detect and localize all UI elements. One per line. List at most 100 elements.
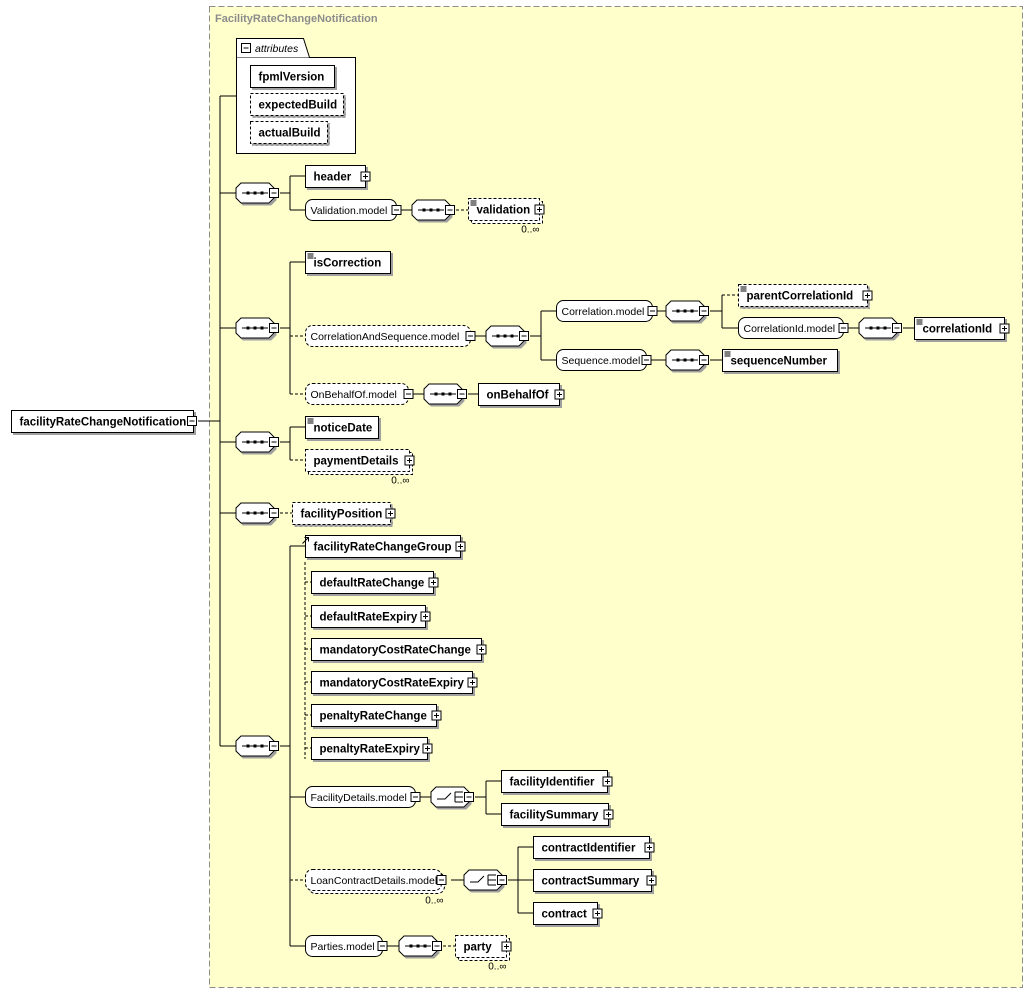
collapse-icon[interactable] xyxy=(838,323,849,333)
element-sequencenumber[interactable]: sequenceNumber xyxy=(722,349,838,372)
attribute-fpmlversion[interactable]: fpmlVersion xyxy=(250,65,335,88)
sequence-1[interactable] xyxy=(235,182,279,204)
attribute-actualbuild[interactable]: actualBuild xyxy=(250,121,328,144)
collapse-icon[interactable] xyxy=(464,792,474,802)
expand-icon[interactable] xyxy=(422,743,433,754)
element-noticedate[interactable]: noticeDate xyxy=(305,416,379,439)
expand-icon[interactable] xyxy=(428,577,439,588)
element-iscorrection-box[interactable] xyxy=(305,251,391,274)
collapse-icon[interactable] xyxy=(641,355,652,365)
element-defaultratechange[interactable]: defaultRateChange xyxy=(311,571,439,594)
element-facilityposition[interactable]: facilityPosition xyxy=(292,502,396,525)
sequence-parties[interactable] xyxy=(398,935,442,957)
sequence-validation[interactable] xyxy=(411,199,455,221)
collapse-icon[interactable] xyxy=(269,508,279,518)
model-validation[interactable]: Validation.model xyxy=(305,199,402,221)
expand-icon[interactable] xyxy=(862,290,873,301)
collapse-icon[interactable] xyxy=(187,416,197,426)
collapse-icon[interactable] xyxy=(403,389,414,399)
collapse-icon[interactable] xyxy=(436,875,447,885)
collapse-icon[interactable] xyxy=(647,306,658,316)
collapse-icon[interactable] xyxy=(269,437,279,447)
sequence-sequence[interactable] xyxy=(665,349,709,371)
sequence-correlation-id[interactable] xyxy=(858,317,902,339)
element-onbehalfof[interactable]: onBehalfOf xyxy=(478,383,565,406)
element-contract[interactable]: contract xyxy=(533,902,603,925)
model-on-behalf-of[interactable]: OnBehalfOf.model xyxy=(305,383,414,405)
collapse-icon[interactable] xyxy=(465,331,476,341)
element-penaltyrateexpiry[interactable]: penaltyRateExpiry xyxy=(311,737,433,760)
collapse-icon[interactable] xyxy=(269,323,279,333)
collapse-icon[interactable] xyxy=(241,43,251,53)
collapse-icon[interactable] xyxy=(391,205,402,215)
collapse-icon[interactable] xyxy=(445,205,455,215)
model-facility-details[interactable]: FacilityDetails.model xyxy=(305,786,421,808)
choice-facility-details-shape[interactable] xyxy=(430,786,470,808)
element-facilityratechangegroup[interactable]: facilityRateChangeGroup xyxy=(302,535,466,558)
element-correlationid[interactable]: correlationId xyxy=(914,317,1010,340)
element-mandatorycostrateexpiry[interactable]: mandatoryCostRateExpiry xyxy=(311,671,478,694)
sequence-2[interactable] xyxy=(235,317,279,339)
collapse-icon[interactable] xyxy=(699,355,709,365)
element-header[interactable]: header xyxy=(305,165,371,188)
expand-icon[interactable] xyxy=(385,508,396,519)
element-facilityposition-box[interactable] xyxy=(292,502,391,525)
element-facilitysummary[interactable]: facilitySummary xyxy=(501,803,614,826)
collapse-icon[interactable] xyxy=(377,941,388,951)
expand-icon[interactable] xyxy=(360,171,371,182)
element-facilityidentifier[interactable]: facilityIdentifier xyxy=(501,770,613,793)
attribute-fpmlversion-box[interactable] xyxy=(250,65,335,88)
collapse-icon[interactable] xyxy=(892,323,902,333)
expand-icon[interactable] xyxy=(467,677,478,688)
choice-loan-contract-details[interactable] xyxy=(463,869,507,891)
model-on-behalf-of-box[interactable] xyxy=(305,383,409,405)
model-sequence[interactable]: Sequence.model xyxy=(556,349,652,371)
expand-icon[interactable] xyxy=(602,776,613,787)
choice-facility-details[interactable] xyxy=(430,786,474,808)
element-sequencenumber-box[interactable] xyxy=(722,349,838,372)
sequence-correlation[interactable] xyxy=(665,300,709,322)
expand-icon[interactable] xyxy=(431,710,442,721)
expand-icon[interactable] xyxy=(644,842,655,853)
attribute-actualbuild-box[interactable] xyxy=(250,121,328,144)
sequence-correlation-and-sequence[interactable] xyxy=(485,325,529,347)
root-element-facilityratechangenotification[interactable]: facilityRateChangeNotification xyxy=(11,410,197,433)
model-correlation-id[interactable]: CorrelationId.model xyxy=(738,317,849,339)
collapse-icon[interactable] xyxy=(269,741,279,751)
attribute-expectedbuild[interactable]: expectedBuild xyxy=(250,93,344,116)
collapse-icon[interactable] xyxy=(457,389,467,399)
model-parties[interactable]: Parties.model xyxy=(305,935,388,957)
sequence-on-behalf-of[interactable] xyxy=(423,383,467,405)
element-penaltyratechange[interactable]: penaltyRateChange xyxy=(311,704,442,727)
element-iscorrection[interactable]: isCorrection xyxy=(305,251,391,274)
expand-icon[interactable] xyxy=(999,323,1010,334)
expand-icon[interactable] xyxy=(554,389,565,400)
expand-icon[interactable] xyxy=(646,875,657,886)
element-contractsummary[interactable]: contractSummary xyxy=(533,869,657,892)
choice-loan-contract-details-shape[interactable] xyxy=(463,869,503,891)
attribute-expectedbuild-box[interactable] xyxy=(250,93,344,116)
sequence-4[interactable] xyxy=(235,502,279,524)
collapse-icon[interactable] xyxy=(432,941,442,951)
element-defaultrateexpiry[interactable]: defaultRateExpiry xyxy=(311,605,431,628)
model-correlation-and-sequence[interactable]: CorrelationAndSequence.model xyxy=(305,325,476,347)
expand-icon[interactable] xyxy=(455,541,466,552)
element-mandatorycostratechange[interactable]: mandatoryCostRateChange xyxy=(311,638,487,661)
expand-icon[interactable] xyxy=(603,809,614,820)
expand-icon[interactable] xyxy=(592,908,603,919)
collapse-icon[interactable] xyxy=(410,792,421,802)
element-parentcorrelationid[interactable]: parentCorrelationId xyxy=(738,284,873,307)
sequence-5[interactable] xyxy=(235,735,279,757)
expand-icon[interactable] xyxy=(501,941,512,952)
element-noticedate-box[interactable] xyxy=(305,416,379,439)
element-contractidentifier[interactable]: contractIdentifier xyxy=(533,836,655,859)
collapse-icon[interactable] xyxy=(699,306,709,316)
expand-icon[interactable] xyxy=(404,455,415,466)
collapse-icon[interactable] xyxy=(269,188,279,198)
expand-icon[interactable] xyxy=(534,204,545,215)
collapse-icon[interactable] xyxy=(519,331,529,341)
